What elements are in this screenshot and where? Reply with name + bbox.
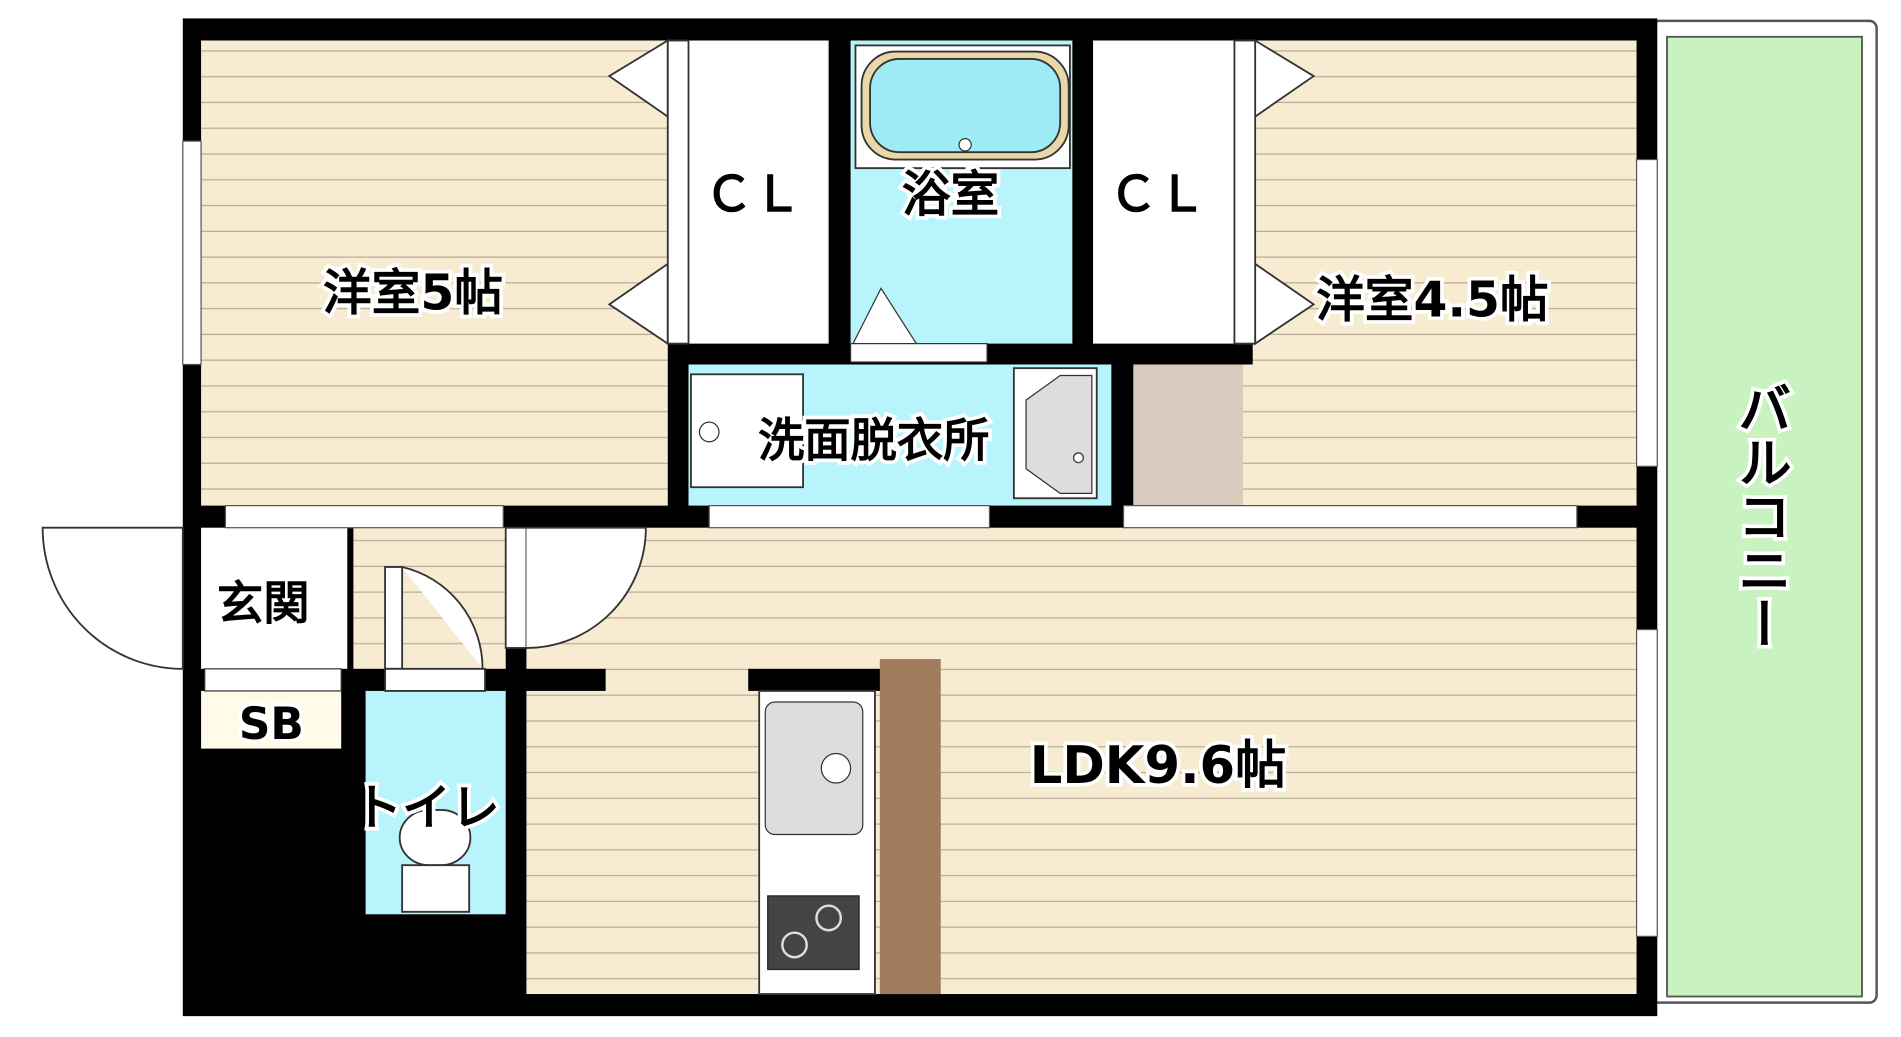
ldk [526, 527, 1637, 995]
room-label-toilet: トイレ [353, 780, 499, 837]
room-label-western-1: 洋室5帖 [323, 264, 503, 321]
windows [182, 140, 1658, 937]
room-label-entrance: 玄関 [217, 577, 310, 631]
room-label-washroom: 洗面脱衣所 [758, 413, 990, 467]
kitchen-bar-counter [879, 659, 941, 995]
western-room-2 [1252, 40, 1637, 506]
closet-2 [1093, 40, 1235, 344]
washbasin [1012, 367, 1098, 500]
bathtub [854, 44, 1071, 170]
balcony [1649, 19, 1878, 1004]
washing-machine-pan [690, 373, 804, 489]
toilet-fixture [398, 809, 472, 913]
kitchen-counter [758, 690, 876, 995]
room-label-shoe-box: SB [239, 699, 304, 750]
room-label-balcony: バルコニー [1729, 380, 1792, 650]
room-label-closet-1: ＣＬ [704, 166, 801, 223]
storage [1133, 364, 1243, 506]
entrance [201, 527, 348, 669]
room-label-closet-2: ＣＬ [1109, 166, 1206, 223]
closet-doors [607, 38, 1316, 346]
closet-1 [688, 40, 829, 344]
western-room-1 [201, 40, 668, 506]
room-label-ldk: LDK9.6帖 [1030, 736, 1287, 796]
doors [41, 526, 647, 692]
room-label-bathroom: 浴室 [902, 166, 999, 223]
room-label-western-2: 洋室4.5帖 [1316, 271, 1549, 328]
shoe-box [201, 690, 342, 749]
